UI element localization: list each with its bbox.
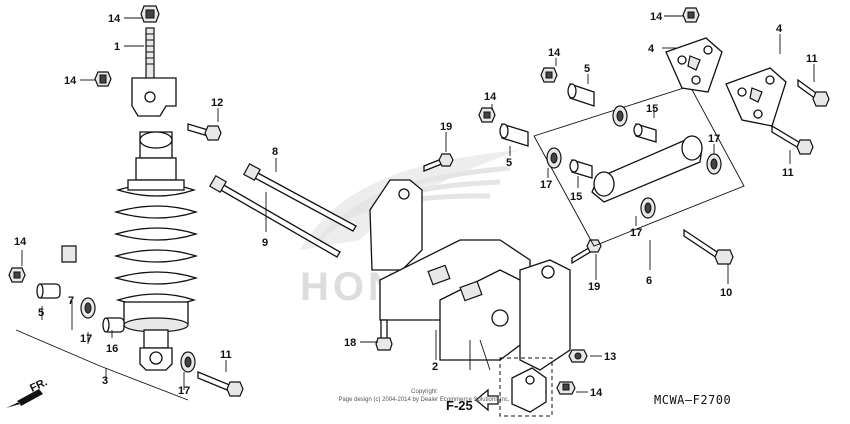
callout-14: 14 — [484, 91, 497, 103]
callout-18: 18 — [344, 337, 356, 349]
swingarm-bracket-part — [369, 179, 571, 371]
seal-17-shock — [180, 351, 196, 373]
bolt-11-upper-right — [797, 78, 830, 107]
bolt-19-lower — [571, 239, 602, 265]
callout-17: 17 — [708, 133, 720, 145]
nut-14-top — [140, 5, 160, 23]
shock-absorber-part — [113, 131, 199, 371]
callout-15: 15 — [570, 191, 582, 203]
shock-upper-mount-part — [131, 27, 177, 117]
linkage-kit-box — [533, 85, 745, 247]
nut-14-bottom-left — [8, 267, 26, 283]
callout-14: 14 — [590, 387, 603, 399]
front-direction-arrow — [6, 389, 43, 408]
callout-4: 4 — [648, 43, 655, 55]
bolt-11-lower — [197, 371, 244, 397]
bolt-19-upper — [423, 153, 454, 172]
callout-15: 15 — [646, 103, 658, 115]
nut-14-mid — [478, 107, 496, 123]
f25-inset-box — [499, 357, 553, 417]
callout-17: 17 — [178, 385, 190, 397]
sticker-7 — [61, 245, 77, 263]
callout-12: 12 — [211, 97, 223, 109]
seal-17-kit-a — [612, 105, 628, 127]
callout-14: 14 — [108, 13, 121, 25]
callout-17: 17 — [540, 179, 552, 191]
callout-5: 5 — [506, 157, 512, 169]
collar-5-left — [36, 283, 61, 299]
callout-14: 14 — [64, 75, 77, 87]
callout-9: 9 — [262, 237, 268, 249]
collar-15-kit-b — [569, 159, 593, 179]
callout-5: 5 — [38, 307, 44, 319]
f25-arrow — [474, 388, 499, 412]
collar-15-kit-a — [633, 123, 657, 143]
nut-14-lower-right — [556, 381, 576, 395]
bolt-12 — [187, 123, 222, 141]
seal-17-left — [80, 297, 96, 319]
callout-17: 17 — [630, 227, 642, 239]
shock-spring — [113, 179, 199, 333]
callout-14: 14 — [650, 11, 663, 23]
copyright-line-2: Page design (c) 2004-2014 by Dealer Ecom… — [338, 397, 509, 403]
nut-13 — [568, 349, 588, 363]
callout-10: 10 — [720, 287, 732, 299]
callout-2: 2 — [432, 361, 438, 373]
callout-19: 19 — [440, 121, 452, 133]
bolt-18 — [375, 319, 393, 351]
collar-5-upper — [567, 83, 595, 107]
callout-11: 11 — [806, 53, 818, 65]
seal-17-kit-b — [546, 147, 562, 169]
plate-4-upper — [665, 37, 723, 93]
callout-3: 3 — [102, 375, 108, 387]
callout-8: 8 — [272, 146, 278, 158]
callout-6: 6 — [646, 275, 652, 287]
callout-14: 14 — [548, 47, 561, 59]
bolt-10 — [683, 228, 734, 265]
seal-17-kit-d — [640, 197, 656, 219]
callout-14: 14 — [14, 236, 27, 248]
nut-14-upper-right — [682, 7, 700, 23]
callout-5: 5 — [584, 63, 590, 75]
nut-14-upper-center — [540, 67, 558, 83]
callout-11: 11 — [220, 349, 232, 361]
link-rod-part — [591, 135, 703, 203]
callout-1: 1 — [114, 41, 120, 53]
diagram-code: MCWA—F2700 — [654, 393, 731, 407]
collar-5-mid — [499, 123, 529, 147]
callout-4: 4 — [776, 23, 783, 35]
seal-17-kit-c — [706, 153, 722, 175]
leader-lines — [15, 15, 815, 401]
f25-reference-label: F-25 — [446, 398, 473, 413]
plate-4-lower — [725, 67, 787, 127]
callout-17: 17 — [80, 333, 92, 345]
callout-7: 7 — [68, 295, 74, 307]
callout-11: 11 — [782, 167, 794, 179]
collar-16 — [102, 317, 125, 333]
bolt-9 — [208, 174, 341, 258]
front-direction-label: FR. — [28, 376, 49, 394]
nut-14-left — [94, 71, 112, 87]
copyright-line-1: Copyright — [411, 389, 437, 395]
bolt-8 — [243, 163, 357, 232]
callout-labels: 14 1 14 12 8 9 14 5 7 17 16 3 17 11 18 2… — [14, 11, 818, 399]
callout-16: 16 — [106, 343, 118, 355]
callout-13: 13 — [604, 351, 616, 363]
bolt-11-mid-right — [771, 124, 814, 155]
callout-19: 19 — [588, 281, 600, 293]
